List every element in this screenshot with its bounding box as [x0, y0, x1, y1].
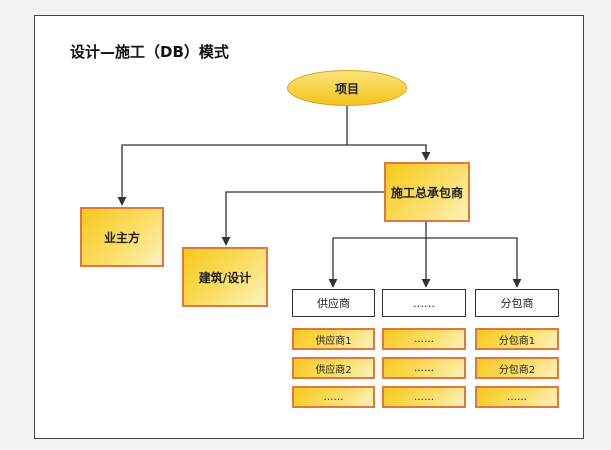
general-contractor-label: 施工总承包商 [390, 185, 463, 200]
middle-item-1: …… [382, 328, 466, 350]
architect-label: 建筑/设计 [198, 270, 252, 285]
subcontractor-header-label: 分包商 [500, 297, 534, 310]
subcontractor-item-3-label: …… [507, 391, 527, 403]
supplier-item-1: 供应商1 [292, 328, 375, 350]
project-node: 项目 [287, 70, 407, 106]
owner-label: 业主方 [103, 230, 140, 245]
connector-to-supplier [328, 237, 426, 288]
middle-item-3-label: …… [414, 391, 434, 403]
middle-header-label: …… [413, 296, 435, 310]
middle-item-2-label: …… [414, 362, 434, 374]
project-label: 项目 [334, 81, 359, 96]
owner-node: 业主方 [80, 207, 164, 267]
diagram-title: 设计—施工（DB）模式 [70, 43, 229, 61]
subcontractor-header: 分包商 [475, 289, 559, 317]
middle-item-2: …… [382, 357, 466, 379]
middle-item-3: …… [382, 386, 466, 408]
supplier-header: 供应商 [292, 289, 375, 317]
connector-to-owner [117, 144, 347, 206]
supplier-item-3-label: …… [323, 391, 344, 403]
general-contractor-node: 施工总承包商 [384, 162, 470, 222]
supplier-header-label: 供应商 [317, 297, 350, 310]
supplier-item-2: 供应商2 [292, 357, 375, 379]
connector-to-architect [221, 191, 384, 246]
middle-item-1-label: …… [414, 333, 434, 345]
supplier-item-2-label: 供应商2 [315, 364, 352, 376]
subcontractor-item-1-label: 分包商1 [498, 335, 536, 347]
subcontractor-item-2: 分包商2 [475, 357, 559, 379]
middle-header: …… [382, 289, 466, 317]
connector-to-contractor [347, 144, 431, 161]
subcontractor-item-2-label: 分包商2 [498, 364, 536, 376]
architect-node: 建筑/设计 [182, 247, 268, 307]
subcontractor-item-1: 分包商1 [475, 328, 559, 350]
connector-to-subcontractor [426, 237, 522, 288]
supplier-item-3: …… [292, 386, 375, 408]
subcontractor-item-3: …… [475, 386, 559, 408]
supplier-item-1-label: 供应商1 [315, 335, 352, 347]
